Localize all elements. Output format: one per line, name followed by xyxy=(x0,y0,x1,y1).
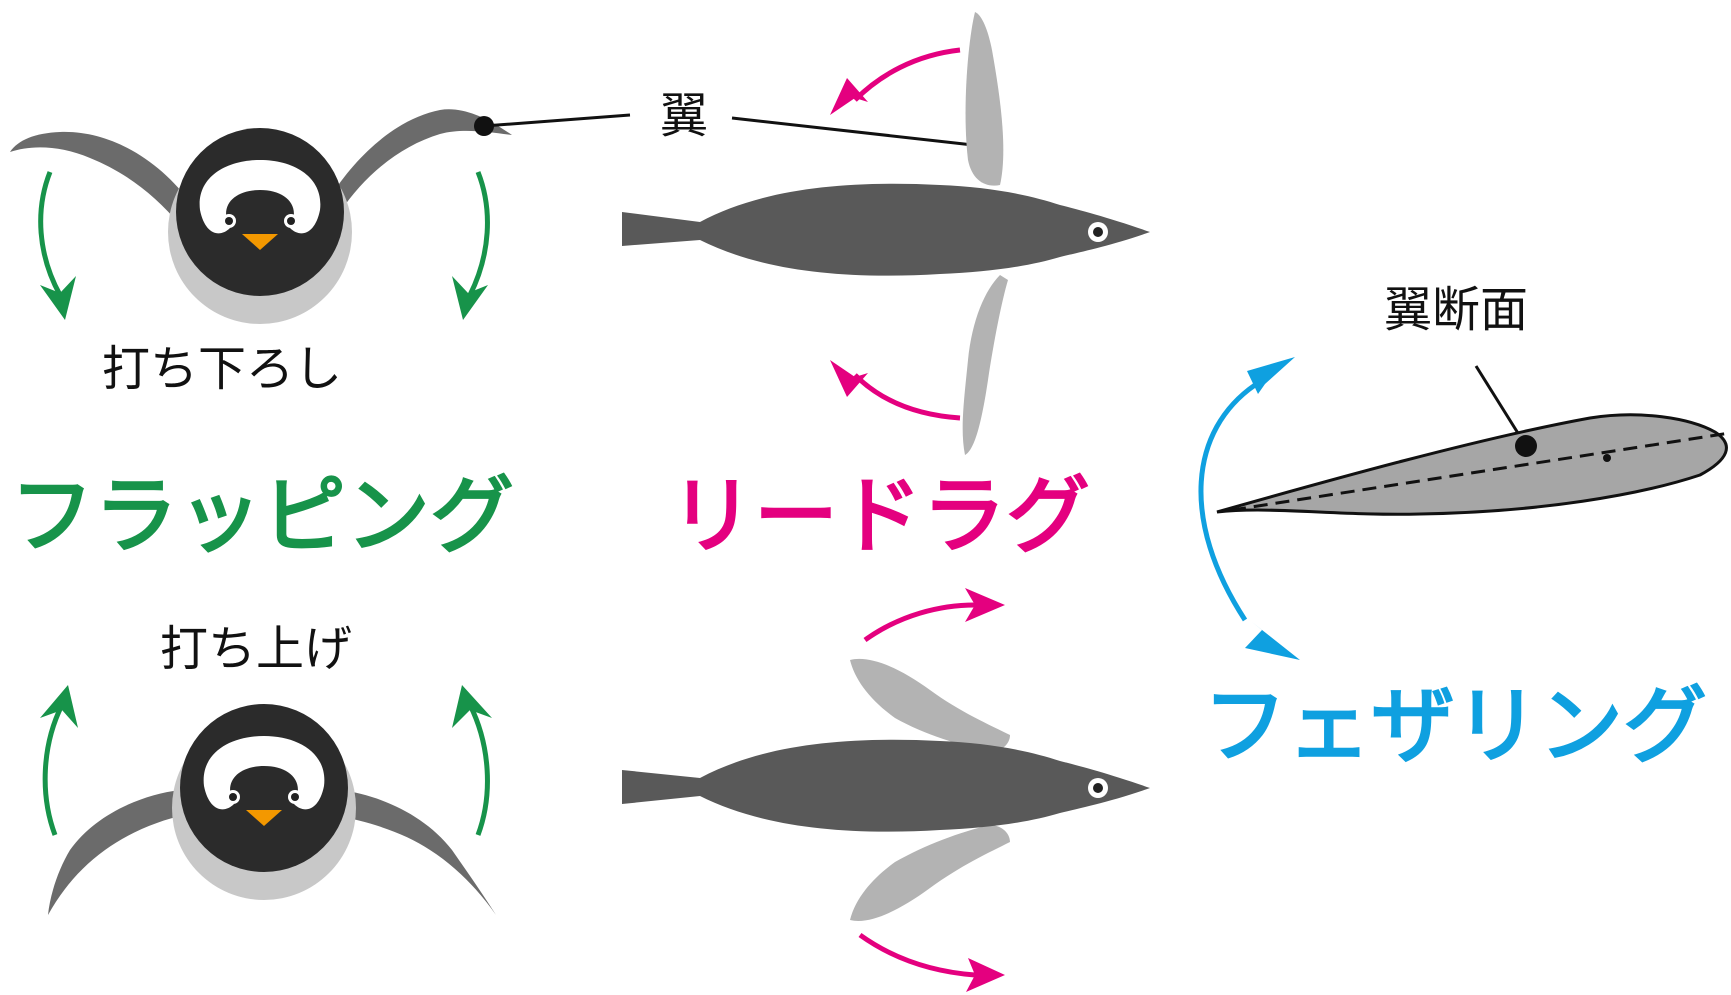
upstroke-label: 打ち上げ xyxy=(160,621,352,677)
wing-pointer-dot-left xyxy=(474,116,494,136)
flapping-label: フラッピング xyxy=(10,467,514,565)
flap-down-arrow-left-head xyxy=(40,276,76,320)
wing-top-lower xyxy=(962,275,1008,455)
leadlag-arrow-top-head xyxy=(830,78,868,115)
feathering-arrowhead-bottom xyxy=(1245,622,1300,660)
feathering-arrowhead-top xyxy=(1247,357,1295,394)
beak xyxy=(242,234,278,250)
leadlag-arrow-top xyxy=(853,47,961,102)
wing-callout: 翼 xyxy=(474,88,992,156)
penguin-front-upstroke xyxy=(48,704,496,915)
penguin-head-2 xyxy=(180,704,348,872)
feather-arrow-top-head xyxy=(965,588,1005,622)
face-patch-2 xyxy=(203,736,325,810)
wing-swept-lower xyxy=(850,825,1010,921)
flap-up-arrow-right xyxy=(467,703,490,836)
wing-top-upper xyxy=(965,12,1004,186)
feathering-arc-arrow xyxy=(1198,382,1257,622)
leadlag-arrow-bottom-head xyxy=(830,360,868,397)
penguin-top-leadlag xyxy=(622,12,1150,455)
flap-down-arrow-left xyxy=(38,171,63,297)
face-patch xyxy=(199,160,321,234)
beak-2 xyxy=(246,810,282,826)
penguin-top-feather xyxy=(622,658,1150,921)
wing-swept-upper xyxy=(850,658,1010,752)
airfoil-cross-section xyxy=(1216,413,1731,516)
right-wing-low xyxy=(335,790,496,915)
penguin-front-downstroke xyxy=(10,109,512,324)
flap-up-arrow-left xyxy=(42,703,65,836)
flap-down-arrow-right xyxy=(467,171,490,297)
penguin-head xyxy=(176,128,344,296)
left-wing-low xyxy=(48,790,185,915)
feathering-label: フェザリング xyxy=(1203,677,1707,775)
flap-up-arrow-right-head xyxy=(452,685,492,728)
penguin-body-top-2 xyxy=(622,739,1150,832)
leadlag-label: リードラグ xyxy=(670,467,1090,565)
wing-label: 翼 xyxy=(660,88,708,144)
left-wing xyxy=(10,131,192,225)
airfoil-shape xyxy=(1216,413,1728,516)
feather-arrow-bottom-head xyxy=(966,958,1005,992)
flap-down-arrow-right-head xyxy=(452,276,488,320)
flap-up-arrow-left-head xyxy=(40,685,78,728)
downstroke-label: 打ち下ろし xyxy=(102,341,342,397)
leadlag-arrow-bottom xyxy=(853,373,961,421)
feather-arrow-bottom xyxy=(858,932,976,978)
feather-arrow-top xyxy=(863,602,976,643)
penguin-body-top xyxy=(622,183,1150,276)
airfoil-chord-line xyxy=(1231,431,1731,512)
wing-section-label: 翼断面 xyxy=(1384,282,1528,338)
